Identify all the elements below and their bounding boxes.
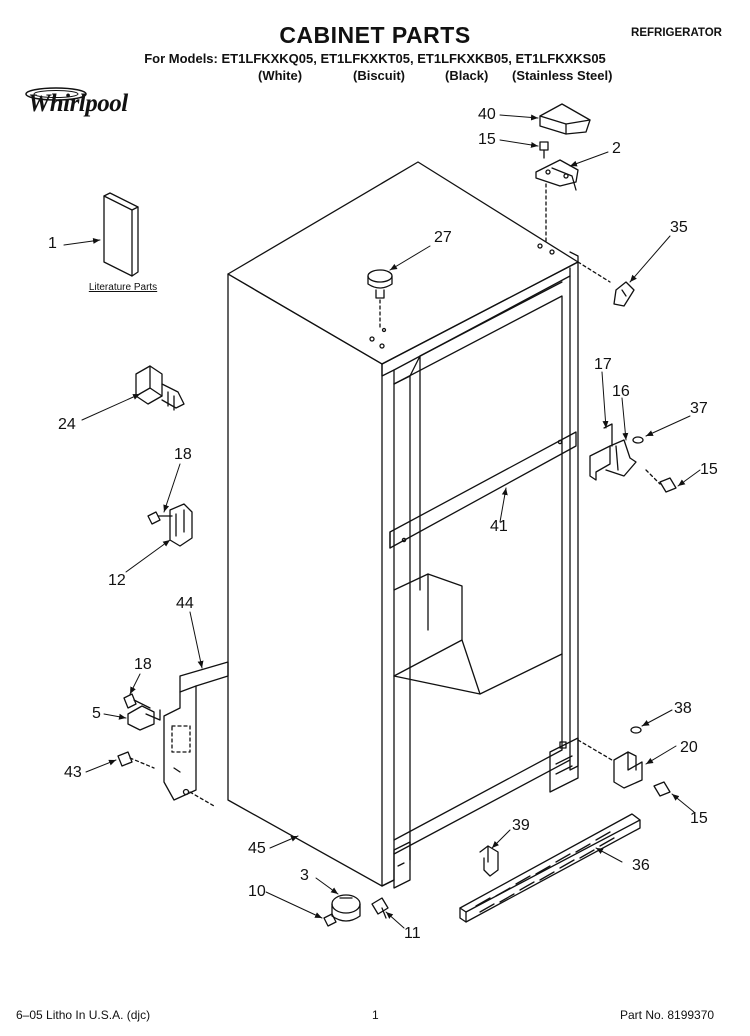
callout-27: 27	[434, 229, 452, 246]
right-center-hinge-assembly	[589, 423, 677, 493]
part-27-plug	[367, 269, 393, 329]
part-40-hinge-cover	[539, 103, 591, 135]
callout-24: 24	[58, 416, 76, 433]
page-title: CABINET PARTS	[279, 22, 471, 48]
callout-35: 35	[670, 219, 688, 236]
bottom-roller-hardware	[323, 894, 389, 927]
callout-20: 20	[680, 739, 698, 756]
part-44-bracket	[163, 661, 229, 807]
logo-text: Whirlpool	[28, 90, 128, 117]
callout-1: 1	[48, 235, 57, 252]
footer-litho: 6–05 Litho In U.S.A. (djc)	[16, 1008, 151, 1022]
top-hinge-assembly	[535, 141, 579, 245]
callout-15-top: 15	[478, 131, 496, 148]
callout-39: 39	[512, 817, 530, 834]
part-number: Part No. 8199370	[620, 1008, 715, 1022]
logo-swoosh-icon	[25, 87, 87, 101]
callout-11: 11	[404, 925, 421, 942]
part-1-literature-packet	[103, 192, 139, 277]
callout-18-upper: 18	[174, 446, 192, 463]
literature-parts-label: Literature Parts	[88, 282, 158, 293]
color-black: (Black)	[445, 68, 489, 83]
cabinet-body	[227, 161, 579, 889]
part-41-mullion	[389, 431, 577, 549]
callout-45: 45	[248, 840, 266, 857]
callout-18-lower: 18	[134, 656, 152, 673]
lower-left-hinge-hardware	[117, 693, 161, 769]
part-39-clip	[479, 845, 499, 877]
callout-43: 43	[64, 764, 82, 781]
right-bottom-hinge-assembly	[577, 726, 671, 797]
callout-10: 10	[248, 883, 266, 900]
callout-15-bottom: 15	[690, 810, 708, 827]
callout-5: 5	[92, 705, 101, 722]
models-line: For Models: ET1LFKXKQ05, ET1LFKXKT05, ET…	[144, 51, 606, 66]
callout-38: 38	[674, 700, 692, 717]
page-number: 1	[372, 1008, 379, 1022]
color-biscuit: (Biscuit)	[353, 68, 405, 83]
color-stainless-steel: (Stainless Steel)	[512, 68, 613, 83]
color-white: (White)	[258, 68, 303, 83]
callout-15-center: 15	[700, 461, 718, 478]
callout-41: 41	[490, 518, 508, 535]
callout-44: 44	[176, 595, 194, 612]
callout-12: 12	[108, 572, 126, 589]
callout-17: 17	[594, 356, 612, 373]
callout-16: 16	[612, 383, 630, 400]
leader-lines	[63, 114, 701, 929]
callout-3: 3	[300, 867, 309, 884]
whirlpool-logo: Whirlpool	[14, 78, 154, 128]
part-24-leveler	[135, 365, 185, 411]
part-35-pin	[577, 261, 635, 307]
callout-36: 36	[632, 857, 650, 874]
callout-2: 2	[612, 140, 621, 157]
callout-40: 40	[478, 106, 496, 123]
part-36-toe-grille	[459, 813, 641, 923]
category-label: REFRIGERATOR	[631, 27, 722, 39]
callout-37: 37	[690, 400, 708, 417]
